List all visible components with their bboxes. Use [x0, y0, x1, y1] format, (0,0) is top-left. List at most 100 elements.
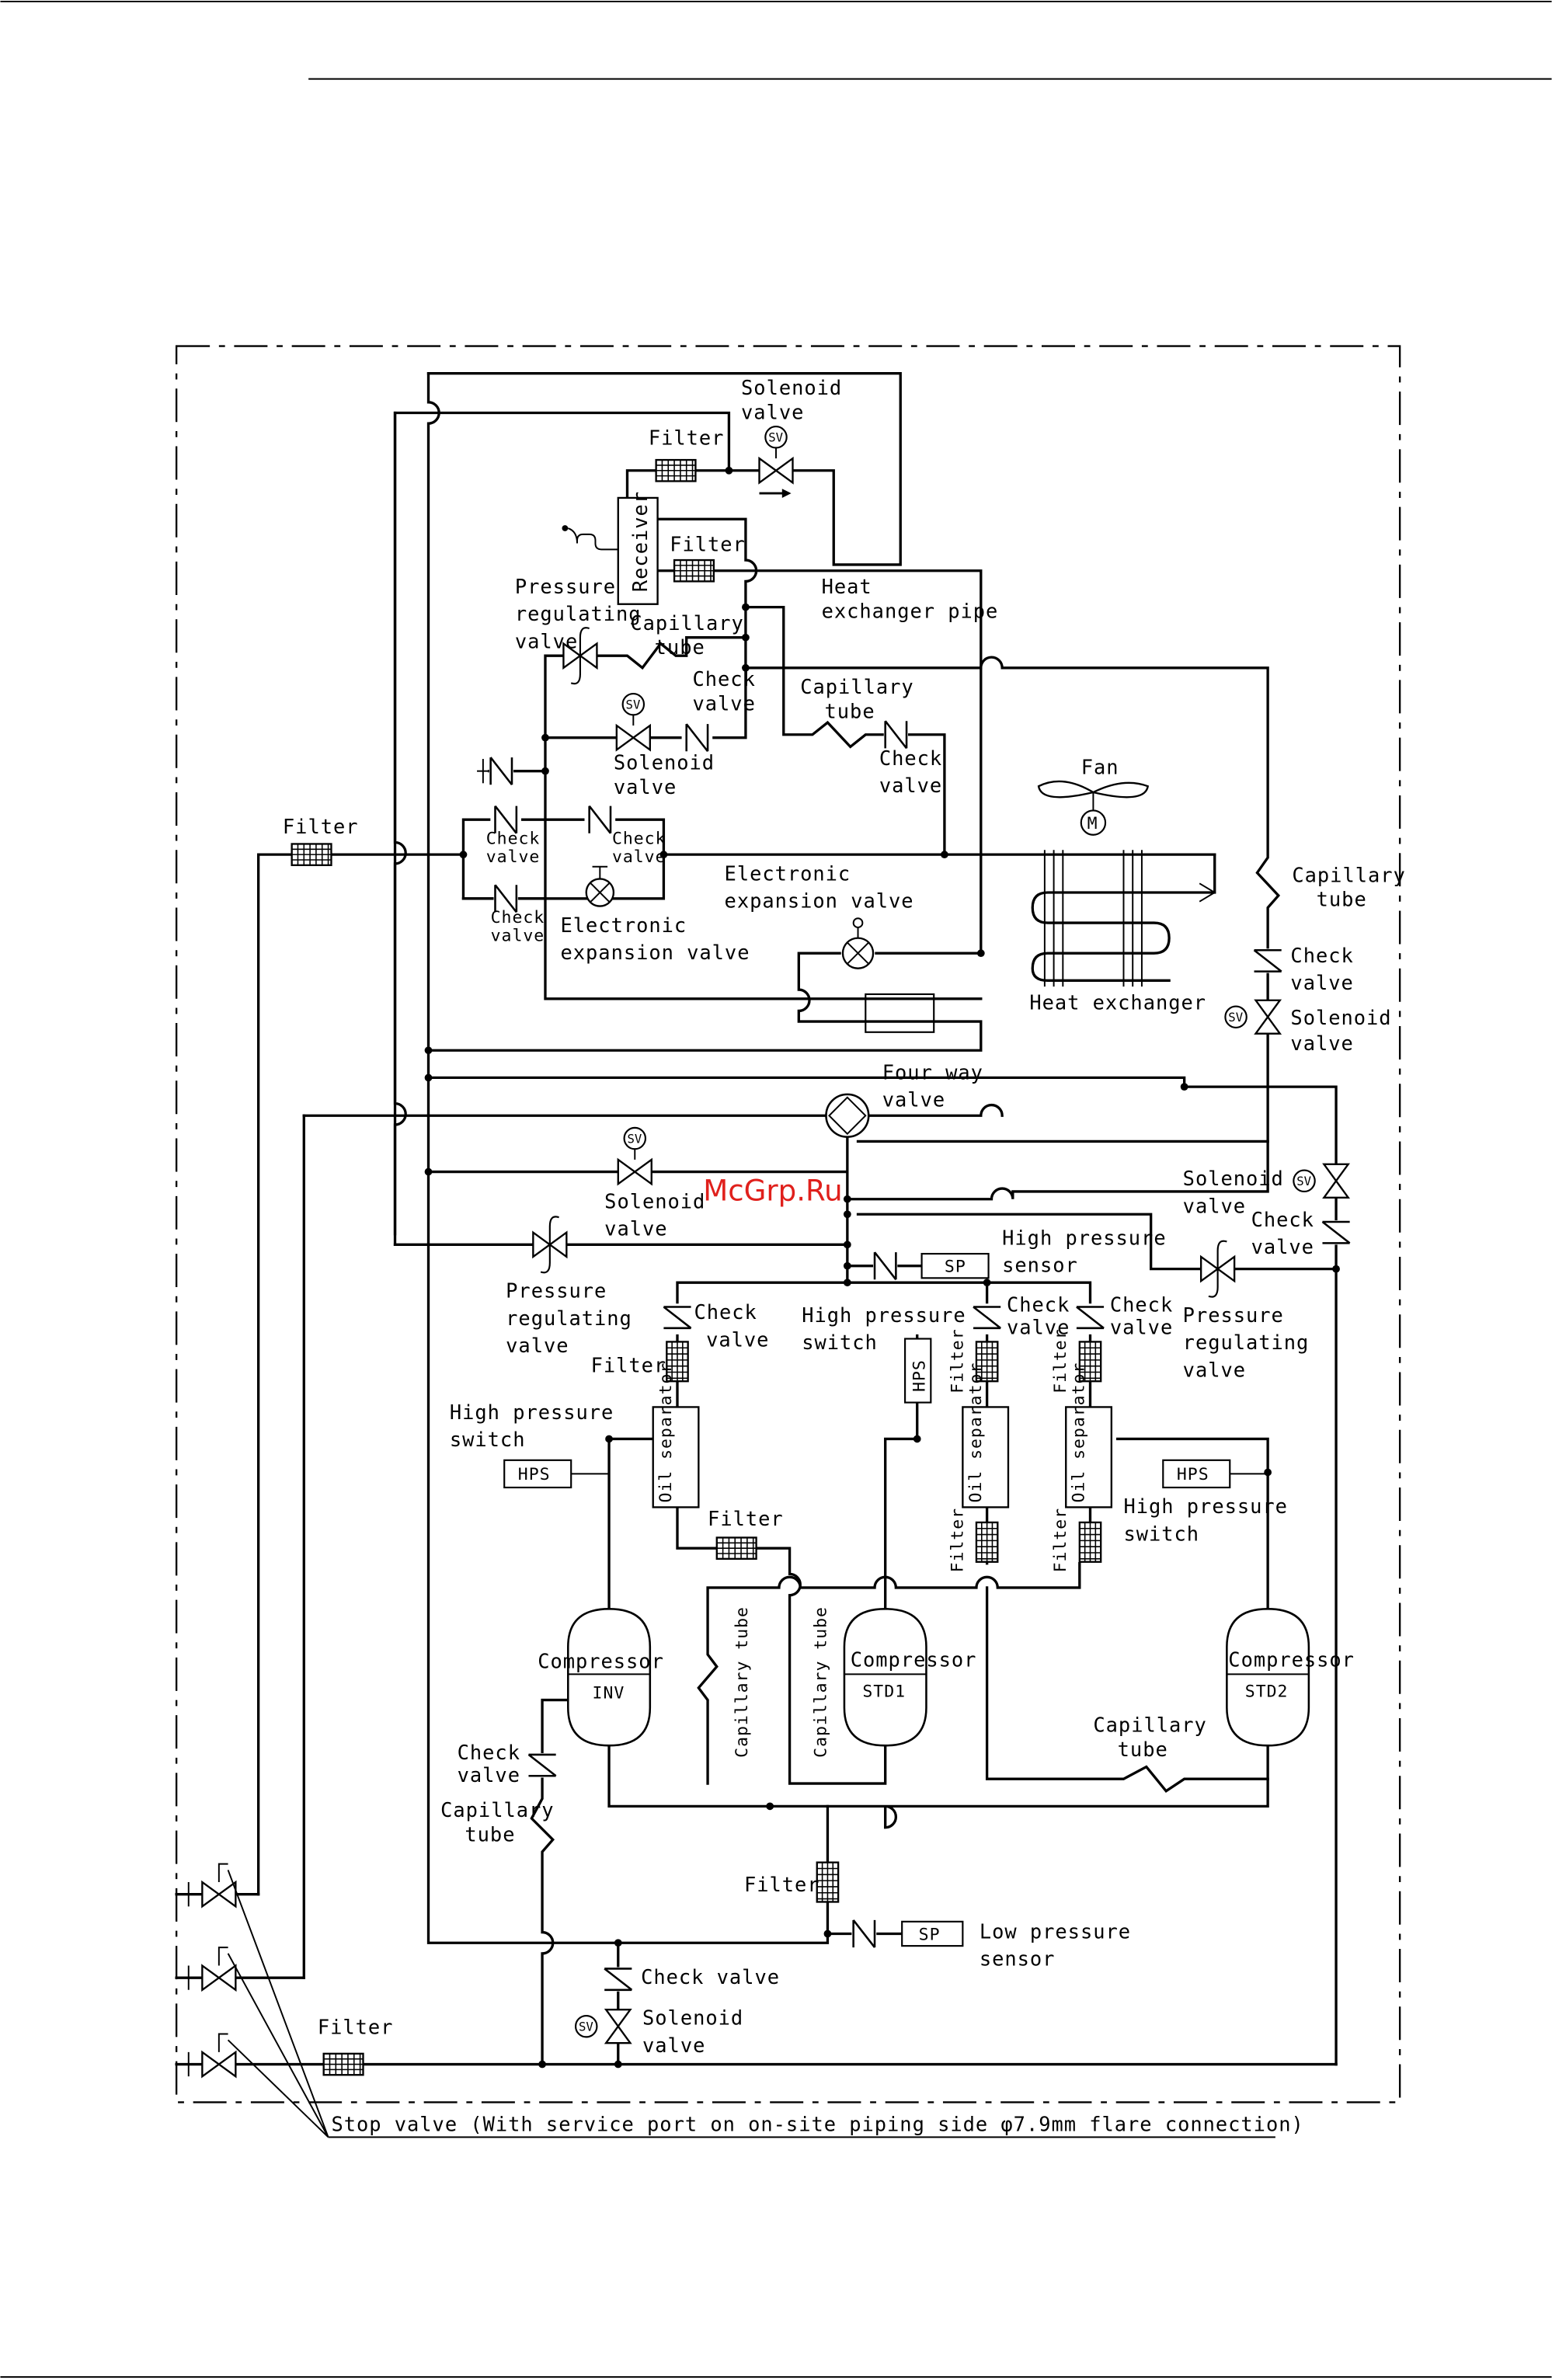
label-fan: Fan — [1081, 756, 1119, 779]
high-pressure-switch — [904, 1338, 932, 1404]
high-pressure-switch — [503, 1459, 572, 1489]
label-compressor: Compressor — [538, 1650, 664, 1673]
label-std2: STD2 — [1245, 1682, 1289, 1702]
solenoid-valve-icon — [758, 457, 794, 484]
check-valve-icon — [586, 805, 614, 835]
label-oil-separator: Oil separator — [656, 1362, 676, 1503]
label-filter: Filter — [649, 426, 725, 450]
unit-boundary — [175, 345, 1401, 2103]
piping — [175, 372, 1338, 2066]
solenoid-valve-icon — [615, 724, 651, 751]
motor-label: M — [1087, 814, 1098, 833]
label-stop-valve: Stop valve (With service port on on-site… — [331, 2113, 1303, 2136]
oil-separator — [1065, 1406, 1113, 1508]
stop-valve-icon[interactable] — [201, 1881, 237, 1908]
components: M — [187, 426, 1351, 2138]
sv-coil-label: SV — [579, 2020, 593, 2034]
label-filter: Filter — [318, 2015, 394, 2038]
compressor-std1 — [843, 1608, 927, 1747]
high-pressure-sensor — [920, 1252, 990, 1279]
check-valve-icon — [972, 1304, 1002, 1331]
label-capillary-tube: Capillary tube — [733, 1606, 752, 1758]
label-oil-separator: Oil separator — [1070, 1362, 1089, 1503]
stop-valves — [187, 1863, 1275, 2138]
solenoid-valve-icon — [1323, 1163, 1349, 1199]
sv-coil-label: SV — [1296, 1174, 1311, 1188]
four-way-valve-icon — [825, 1093, 870, 1138]
check-valve-icon — [872, 1251, 899, 1281]
filter-icon — [1078, 1521, 1102, 1563]
heat-exchanger-pipe — [865, 993, 935, 1033]
label-sp: SP — [945, 1258, 966, 1277]
filter-icon — [715, 1536, 757, 1561]
check-valve-icon — [882, 719, 910, 750]
receiver-capillary — [567, 527, 618, 551]
filter-icon — [673, 558, 715, 583]
stop-valve-icon[interactable] — [201, 1964, 237, 1991]
compressor-std2 — [1226, 1608, 1310, 1747]
label-oil-separator: Oil separator — [966, 1362, 986, 1503]
pressure-regulating-valve-icon — [1199, 1240, 1236, 1298]
check-valve-icon — [1253, 948, 1282, 974]
label-filter: Filter — [744, 1873, 820, 1896]
high-pressure-switch — [1162, 1459, 1231, 1489]
filter-icon — [655, 458, 697, 482]
motor-icon — [1080, 809, 1107, 836]
label-heat-exchanger: Heat exchanger — [1029, 990, 1206, 1014]
label-hps: HPS — [518, 1465, 551, 1484]
solenoid-valve-icon — [604, 2009, 632, 2044]
filter-icon — [322, 2052, 364, 2076]
check-valve-icon — [1321, 1219, 1351, 1246]
junction-dots — [424, 466, 1340, 2069]
label-filter: Filter — [948, 1508, 967, 1572]
label-filter: Filter — [591, 1353, 667, 1376]
label-filter: Filter — [1051, 1508, 1070, 1572]
heat-exchanger — [1031, 850, 1216, 987]
sv-coil-label: SV — [1228, 1010, 1243, 1025]
filter-icon — [975, 1521, 999, 1563]
stop-valve-icon[interactable] — [201, 2051, 237, 2078]
label-hps: HPS — [1177, 1465, 1209, 1484]
label-filter: Filter — [948, 1328, 967, 1393]
label-compressor: Compressor — [1228, 1648, 1355, 1672]
label-filter: Filter — [708, 1507, 784, 1530]
check-valve-icon — [1075, 1304, 1105, 1331]
solenoid-valve-icon — [617, 1158, 652, 1185]
electronic-expansion-valve-icon — [585, 865, 615, 907]
check-valve-icon — [488, 756, 515, 786]
oil-separator — [652, 1406, 700, 1508]
filter-icon — [291, 843, 332, 866]
check-valve-icon — [527, 1752, 557, 1779]
solenoid-valve-icon — [1254, 999, 1281, 1035]
label-sp: SP — [919, 1925, 941, 1944]
check-valve-icon — [684, 722, 711, 753]
label-receiver: Receiver — [628, 491, 652, 592]
